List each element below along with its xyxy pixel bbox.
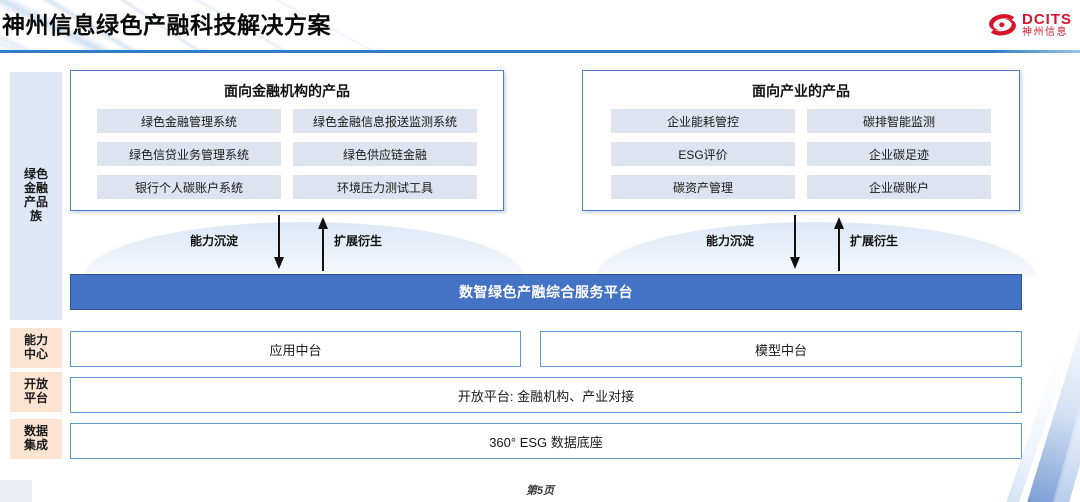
logo-text: DCITS 神州信息 xyxy=(1022,12,1072,38)
platform-bar-label: 数智绿色产融综合服务平台 xyxy=(459,284,633,300)
slide-header: 神州信息绿色产融科技解决方案 DCITS 神州信息 xyxy=(0,0,1080,53)
flow-arrows-left: 能力沉淀 扩展衍生 xyxy=(190,215,390,273)
product-group-title: 面向产业的产品 xyxy=(752,83,850,99)
sidebar-item-label: 能力 中心 xyxy=(23,333,48,361)
flow-arrow-pair-icon xyxy=(274,215,328,271)
product-item[interactable]: 银行个人碳账户系统 xyxy=(97,175,281,199)
sidebar-item-capability-center[interactable]: 能力 中心 xyxy=(10,328,62,368)
open-platform-label: 开放平台: 金融机构、产业对接 xyxy=(457,388,635,404)
header-divider xyxy=(0,50,1080,53)
product-item[interactable]: 绿色金融信息报送监测系统 xyxy=(293,109,477,133)
product-item[interactable]: 企业碳足迹 xyxy=(807,142,991,166)
flow-arrows-right: 能力沉淀 扩展衍生 xyxy=(706,215,906,273)
product-item[interactable]: 环境压力测试工具 xyxy=(293,175,477,199)
capability-center-label: 应用中台 xyxy=(269,342,322,358)
ribbon-stripe xyxy=(1018,322,1080,502)
capability-center-label: 模型中台 xyxy=(754,342,807,358)
corner-placeholder-decor xyxy=(0,480,32,502)
brand-logo: DCITS 神州信息 xyxy=(987,8,1072,42)
sidebar-item-label: 数据 集成 xyxy=(23,424,48,452)
flow-label-expansion-derivation: 扩展衍生 xyxy=(850,234,899,248)
data-integration-label: 360° ESG 数据底座 xyxy=(489,434,603,450)
logo-english-name: DCITS xyxy=(1022,11,1072,28)
data-integration-box[interactable]: 360° ESG 数据底座 xyxy=(70,423,1022,459)
sidebar-item-label: 开放 平台 xyxy=(23,377,48,405)
page-number: 第5页 xyxy=(525,485,555,497)
flow-label-capability-precipitation: 能力沉淀 xyxy=(190,234,239,248)
product-item[interactable]: ESG评价 xyxy=(611,142,795,166)
product-item[interactable]: 绿色信贷业务管理系统 xyxy=(97,142,281,166)
product-item[interactable]: 企业能耗管控 xyxy=(611,109,795,133)
capability-center-box-application[interactable]: 应用中台 xyxy=(70,331,521,367)
product-group-industry: 面向产业的产品 企业能耗管控 碳排智能监测 ESG评价 企业碳足迹 碳资产管理 … xyxy=(582,70,1020,211)
sidebar-item-green-finance-products[interactable]: 绿色 金融 产品 族 xyxy=(10,72,62,320)
ribbon-stripe xyxy=(1044,325,1080,502)
product-item[interactable]: 碳资产管理 xyxy=(611,175,795,199)
logo-chinese-name: 神州信息 xyxy=(1022,27,1068,38)
product-item[interactable]: 绿色供应链金融 xyxy=(293,142,477,166)
sidebar-item-data-integration[interactable]: 数据 集成 xyxy=(10,419,62,459)
product-item[interactable]: 企业碳账户 xyxy=(807,175,991,199)
sidebar-item-label: 绿色 金融 产品 族 xyxy=(23,167,48,223)
product-item[interactable]: 绿色金融管理系统 xyxy=(97,109,281,133)
flow-label-expansion-derivation: 扩展衍生 xyxy=(334,234,383,248)
product-group-financial-institutions: 面向金融机构的产品 绿色金融管理系统 绿色金融信息报送监测系统 绿色信贷业务管理… xyxy=(70,70,504,211)
product-group-title: 面向金融机构的产品 xyxy=(224,83,350,99)
page-title: 神州信息绿色产融科技解决方案 xyxy=(2,12,331,38)
sidebar-item-open-platform[interactable]: 开放 平台 xyxy=(10,372,62,412)
product-item[interactable]: 碳排智能监测 xyxy=(807,109,991,133)
flow-arrow-pair-icon xyxy=(790,215,844,271)
flow-label-capability-precipitation: 能力沉淀 xyxy=(706,234,755,248)
dcits-swoosh-icon xyxy=(987,13,1017,37)
capability-center-box-model[interactable]: 模型中台 xyxy=(540,331,1022,367)
platform-bar[interactable]: 数智绿色产融综合服务平台 xyxy=(70,274,1022,310)
open-platform-box[interactable]: 开放平台: 金融机构、产业对接 xyxy=(70,377,1022,413)
